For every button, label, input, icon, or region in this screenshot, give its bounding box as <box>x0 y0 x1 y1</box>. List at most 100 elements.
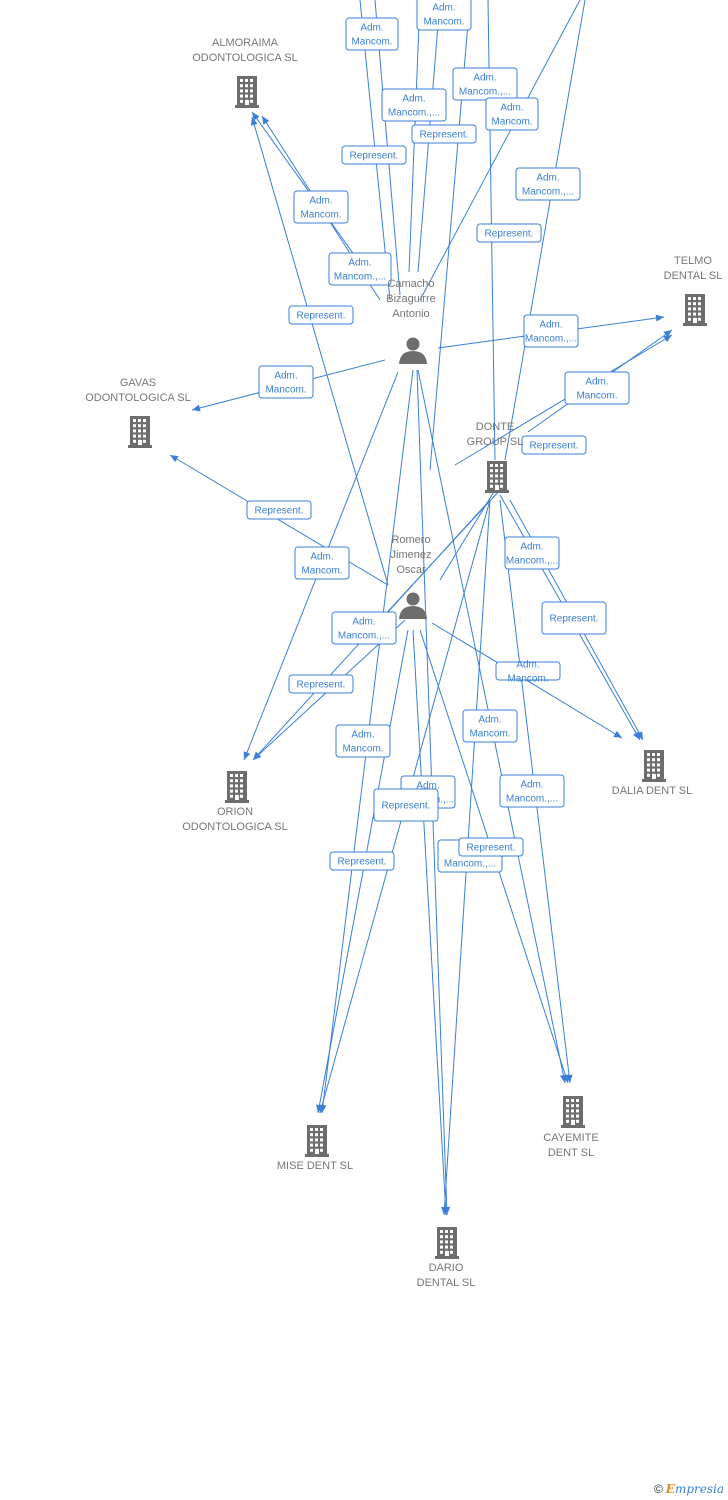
edge-label-text: Represent. <box>338 857 387 868</box>
person-icon <box>399 337 427 364</box>
arrow-head-icon <box>170 455 179 463</box>
edge-label-text: Mancom.,... <box>388 108 440 119</box>
edge-label-text: Represent. <box>467 843 516 854</box>
building-icon <box>305 1125 329 1157</box>
node-label: DENTAL SL <box>664 270 723 282</box>
edge-label-text: Adm. <box>310 552 333 563</box>
node-label: Antonio <box>392 308 429 320</box>
edge-label-text: Mancom.,... <box>459 87 511 98</box>
relation-edge <box>504 0 586 461</box>
arrow-head-icon <box>318 1104 326 1113</box>
building-icon <box>225 771 249 803</box>
edge-label-text: Adm. <box>520 542 543 553</box>
relation-edge <box>454 334 673 466</box>
edge-label-text: Adm. <box>274 371 297 382</box>
edge-label: Represent. <box>341 145 407 165</box>
edge-label-text: Mancom.,... <box>338 631 390 642</box>
edge-label-text: Adm. <box>352 617 375 628</box>
edge-label-text: Mancom. <box>423 17 464 28</box>
edge-label-text: Adm. <box>536 173 559 184</box>
edge-label-text: Adm. <box>432 3 455 14</box>
node-label: Camacho <box>387 278 434 290</box>
edge-label-text: Mancom. <box>576 391 617 402</box>
edge-label: Adm. Mancom. <box>564 371 630 405</box>
edge-label-text: Adm. <box>473 73 496 84</box>
relation-edge <box>251 111 361 264</box>
node-label: DALIA DENT SL <box>612 785 693 797</box>
arrow-head-icon <box>253 751 261 760</box>
edge-label: Adm. Mancom. <box>258 365 314 399</box>
arrow-head-icon <box>243 751 251 760</box>
building-icon <box>435 1227 459 1259</box>
building-icon <box>642 750 666 782</box>
brand-logo: Empresia <box>665 1482 724 1496</box>
edge-label-text: Represent. <box>350 151 399 162</box>
edge-label-text: Adm. <box>585 377 608 388</box>
edge-label-text: Mancom.,... <box>506 794 558 805</box>
edge-label-text: Mancom. <box>351 37 392 48</box>
node-label: ALMORAIMA <box>212 37 279 49</box>
node-dalia[interactable]: DALIA DENT SL <box>612 750 693 797</box>
edge-label: Adm. Mancom.,... <box>504 536 560 570</box>
arrow-head-icon <box>655 314 664 322</box>
edge-label-text: Represent. <box>255 506 304 517</box>
edge-labels-layer: Adm.Mancom.Adm.Mancom.Adm.Mancom.,...Adm… <box>246 0 630 873</box>
edge-label-text: Represent. <box>297 680 346 691</box>
edge-label: Represent. <box>521 435 587 455</box>
node-mise[interactable]: MISE DENT SL <box>277 1125 353 1172</box>
building-icon <box>683 294 707 326</box>
edge-label: Adm. Mancom. <box>416 0 472 31</box>
arrow-head-icon <box>632 731 640 740</box>
edge-label: Represent. <box>329 851 395 871</box>
arrow-head-icon <box>262 116 270 125</box>
arrow-head-icon <box>663 330 672 338</box>
arrow-head-icon <box>192 404 201 412</box>
node-label: ORION <box>217 806 253 818</box>
edge-label-text: Mancom. <box>507 674 548 685</box>
node-label: DENTAL SL <box>417 1277 476 1289</box>
edge-label: Adm.Mancom. <box>335 724 391 758</box>
edge-label-text: Adm. <box>309 196 332 207</box>
edge-label: Represent. <box>541 601 607 635</box>
edge-label-text: Mancom. <box>265 385 306 396</box>
edge-label: Adm. Mancom. <box>495 660 561 685</box>
copyright-icon: © <box>653 1482 663 1496</box>
edge-label-text: Mancom. <box>491 117 532 128</box>
edge-label-text: Adm. <box>516 660 539 671</box>
edge-label: Adm. Mancom.,... <box>331 611 397 645</box>
edge-label-text: Mancom.,... <box>506 556 558 567</box>
edge-label-text: Adm. <box>500 103 523 114</box>
edge-label-text: Mancom.,... <box>444 859 496 870</box>
edge-label-text: Mancom. <box>342 744 383 755</box>
edge-label-text: Mancom. <box>469 729 510 740</box>
edge-label: Adm.Mancom. <box>293 190 349 224</box>
edge-label-text: Mancom.,... <box>525 334 577 345</box>
building-icon <box>561 1096 585 1128</box>
edge-label-text: Represent. <box>382 801 431 812</box>
relation-edge <box>412 629 447 1216</box>
edge-label: Represent. <box>246 500 312 520</box>
person-icon <box>399 592 427 619</box>
edge-label: Adm. Mancom. <box>485 97 539 131</box>
edge-label-text: Adm. <box>360 23 383 34</box>
building-icon <box>128 416 152 448</box>
building-icon <box>235 76 259 108</box>
arrow-head-icon <box>252 112 260 121</box>
edge-label-text: Mancom. <box>301 566 342 577</box>
node-label: GROUP SL <box>467 436 524 448</box>
relation-edge <box>439 489 496 581</box>
node-label: DENT SL <box>548 1147 594 1159</box>
edge-label: Represent. <box>288 305 354 325</box>
arrow-head-icon <box>663 335 672 343</box>
